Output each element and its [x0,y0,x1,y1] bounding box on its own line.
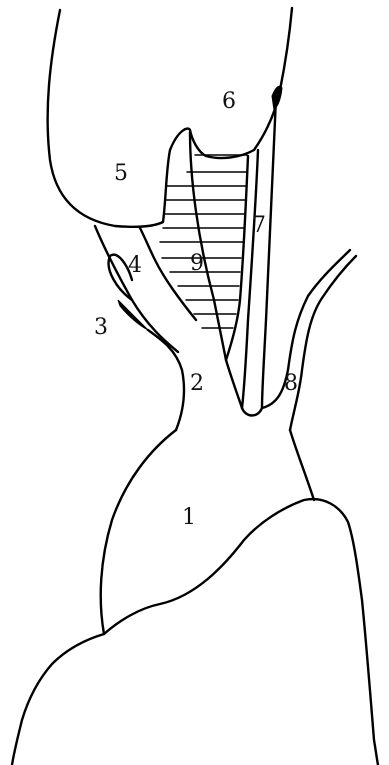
label-4: 4 [128,253,142,278]
body-1-bottom [104,499,378,765]
label-7: 7 [252,213,266,238]
neck-2-right [226,360,242,408]
striations [160,155,247,328]
label-3: 3 [94,315,108,340]
label-8: 8 [284,371,298,396]
striated-triangle-outline [190,132,248,360]
label-1: 1 [182,505,196,530]
body-1-right [290,430,314,500]
label-5: 5 [114,161,128,186]
tube-7-bottom [242,408,262,416]
tube-7-right [262,98,276,408]
label-2: 2 [190,371,204,396]
branch-8-inner [290,256,356,430]
lower-tissue-left [12,634,104,765]
tube-7-left [242,150,258,408]
neck-2-left [148,330,184,430]
branch-8-outer [262,250,350,408]
label-9: 9 [190,251,204,276]
label-6: 6 [222,89,236,114]
